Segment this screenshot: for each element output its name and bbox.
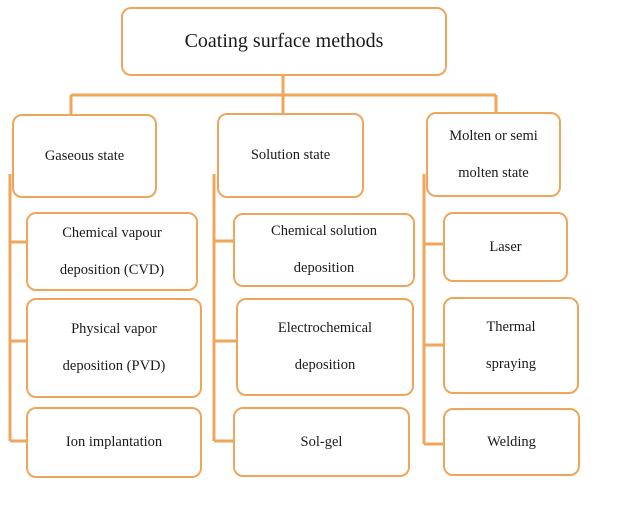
method-label: Welding bbox=[487, 433, 536, 450]
method-label: Ion implantation bbox=[65, 434, 163, 450]
method-label-line-1: Electrochemical bbox=[277, 320, 373, 336]
method-label-line-2: deposition bbox=[293, 260, 355, 276]
method-label: Laser bbox=[489, 238, 522, 255]
method-chemical-solution-deposition: Chemical solution deposition bbox=[233, 213, 415, 287]
method-physical-vapor-deposition: Physical vapor deposition (PVD) bbox=[26, 298, 202, 398]
method-label-line-2: deposition (CVD) bbox=[59, 261, 165, 278]
category-solution-state: Solution state bbox=[217, 113, 364, 198]
method-sol-gel: Sol-gel bbox=[233, 407, 410, 477]
category-label: Solution state bbox=[250, 147, 331, 163]
method-thermal-spraying: Thermal spraying bbox=[443, 297, 579, 394]
method-label-line-2: deposition bbox=[294, 357, 356, 373]
method-label-line-1: Chemical solution bbox=[271, 223, 377, 239]
method-label: Sol-gel bbox=[300, 433, 343, 450]
category-gaseous-state: Gaseous state bbox=[12, 114, 157, 198]
method-chemical-vapour-deposition: Chemical vapour deposition (CVD) bbox=[26, 212, 198, 291]
method-label-line-2: deposition (PVD) bbox=[62, 358, 166, 374]
category-molten-state: Molten or semi molten state bbox=[426, 112, 561, 197]
method-label-line-2: spraying bbox=[486, 355, 536, 372]
method-label-line-1: Chemical vapour bbox=[62, 224, 162, 241]
title-box: Coating surface methods bbox=[121, 7, 447, 76]
category-label-line-1: Molten or semi bbox=[449, 127, 538, 144]
method-welding: Welding bbox=[443, 408, 580, 476]
method-electrochemical-deposition: Electrochemical deposition bbox=[236, 298, 414, 396]
category-label: Gaseous state bbox=[44, 147, 125, 164]
method-laser: Laser bbox=[443, 212, 568, 282]
method-ion-implantation: Ion implantation bbox=[26, 407, 202, 478]
method-label-line-1: Thermal bbox=[486, 318, 536, 335]
category-label-line-2: molten state bbox=[458, 164, 529, 181]
title-text: Coating surface methods bbox=[184, 30, 384, 52]
method-label-line-1: Physical vapor bbox=[71, 321, 157, 337]
